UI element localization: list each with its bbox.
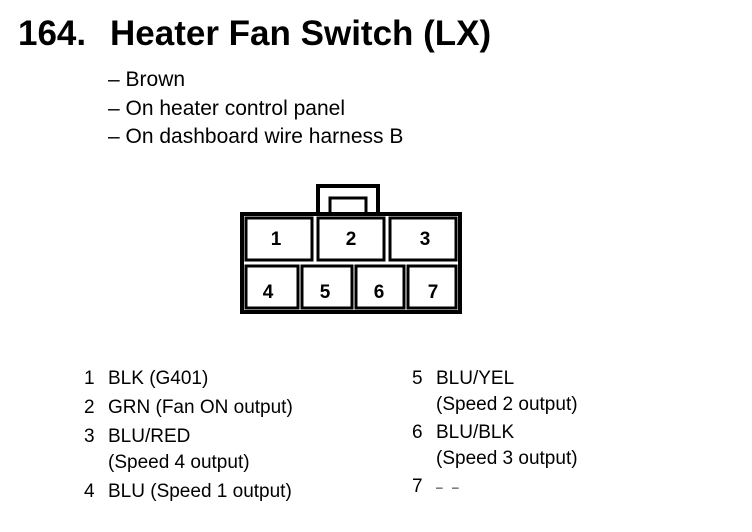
- pin-number: 3: [84, 426, 95, 447]
- pin-wire: BLK (G401): [108, 368, 209, 389]
- page-title: 164. Heater Fan Switch (LX): [18, 14, 491, 54]
- pin-function: (Speed 3 output): [436, 448, 578, 469]
- pin-number: 6: [412, 422, 423, 443]
- pin-wire: GRN (Fan ON output): [108, 397, 293, 418]
- pin-label-1: 1: [271, 229, 282, 250]
- note-harness: – On dashboard wire harness B: [108, 125, 404, 148]
- pin-number: 4: [84, 481, 95, 502]
- pin-cell-5: [300, 264, 354, 310]
- title-number: 164.: [18, 14, 87, 53]
- connector-lock-tab: [316, 184, 380, 212]
- note-location: – On heater control panel: [108, 96, 345, 120]
- pin-wire: BLU/RED: [108, 426, 191, 447]
- pin-label-7: 7: [428, 282, 439, 303]
- pin-label-2: 2: [346, 229, 357, 250]
- pin-wire-empty: – –: [436, 480, 462, 494]
- pin-function: (Speed 4 output): [108, 452, 250, 473]
- pin-wire: BLU (Speed 1 output): [108, 481, 292, 502]
- pin-cell-3: [388, 216, 458, 262]
- pin-wire: BLU/BLK: [436, 422, 515, 443]
- pin-entry-1: 1 BLK (G401): [84, 366, 293, 392]
- title-text: Heater Fan Switch (LX): [110, 14, 492, 53]
- pin-label-4: 4: [263, 282, 274, 303]
- pin-number: 5: [412, 368, 423, 389]
- pin-entry-7: 7 – –: [412, 474, 578, 500]
- pin-label-5: 5: [320, 282, 331, 303]
- pin-entry-4: 4 BLU (Speed 1 output): [84, 479, 293, 505]
- pin-legend-right: 5 BLU/YEL (Speed 2 output) 6 BLU/BLK (Spee…: [412, 366, 578, 500]
- connector-lock-tab-inner: [328, 196, 368, 212]
- pin-cell-2: [316, 216, 386, 262]
- pin-function: (Speed 2 output): [436, 394, 578, 415]
- note-color: – Brown: [108, 68, 186, 91]
- pin-cell-1: [244, 216, 314, 262]
- pin-cell-6: [354, 264, 406, 310]
- connector-diagram: 1 2 3 4 5 6 7: [240, 184, 462, 314]
- pin-entry-6: 6 BLU/BLK: [412, 420, 578, 446]
- pin-number: 7: [412, 476, 423, 498]
- pin-number: 1: [84, 368, 95, 389]
- pin-label-3: 3: [420, 229, 431, 250]
- pin-entry-5: 5 BLU/YEL: [412, 366, 578, 392]
- pin-entry-3: 3 BLU/RED: [84, 424, 293, 450]
- pin-number: 2: [84, 397, 95, 418]
- pin-legend-left: 1 BLK (G401) 2 GRN (Fan ON output) 3 BLU/RE…: [84, 366, 293, 505]
- pin-cell-7: [406, 264, 458, 310]
- pin-label-6: 6: [374, 282, 385, 303]
- pin-wire: BLU/YEL: [436, 368, 515, 389]
- pin-entry-2: 2 GRN (Fan ON output): [84, 395, 293, 421]
- connector-housing: [240, 212, 462, 314]
- pin-cell-4: [244, 264, 300, 310]
- connector-notes: – Brown – On heater control panel – On d…: [108, 66, 403, 152]
